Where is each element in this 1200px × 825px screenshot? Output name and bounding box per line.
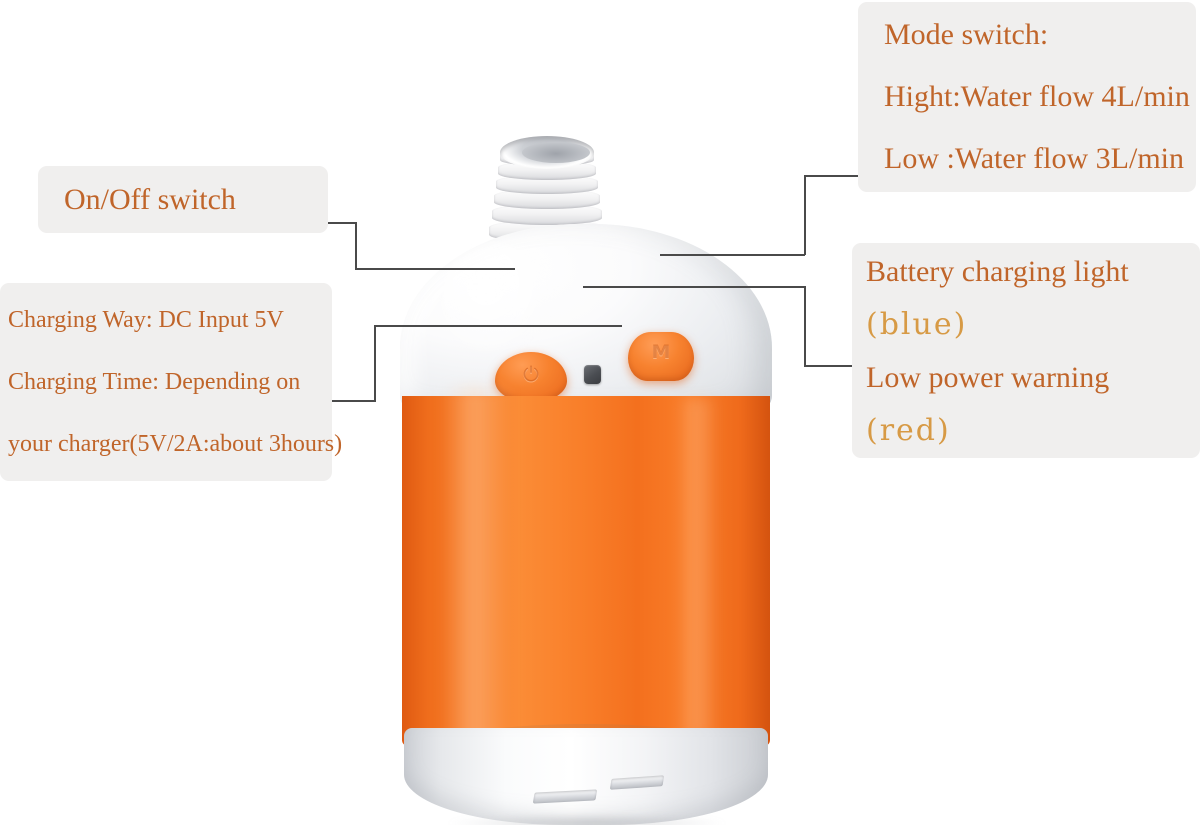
nozzle-thread-ridge [492,204,602,225]
power-button[interactable]: ⏻ [495,352,567,402]
top-cap: ⏻ M [400,224,772,433]
callout-charging-info: Charging Way: DC Input 5V Charging Time:… [0,283,343,481]
leader-charging-seg2 [374,325,376,401]
body-orange-shell [402,396,770,746]
power-icon: ⏻ [523,362,539,386]
mode-button[interactable]: M [628,332,694,381]
callout-mode-line-2: Hight:Water flow 4L/min [884,80,1190,113]
cap-highlight [438,242,558,362]
product-illustration: ⏻ M [388,128,784,825]
leader-battery-seg1 [583,286,805,288]
leader-onoff-seg3 [355,268,515,270]
callout-onoff-line-1: On/Off switch [64,182,236,216]
callout-charging-line-3: your charger(5V/2A:about 3hours) [8,431,343,457]
base-shell [404,728,768,825]
callout-battery-line-3: Low power warning [866,360,1110,394]
callout-charging-line-2: Charging Time: Depending on [8,369,301,395]
callout-charging-line-1: Charging Way: DC Input 5V [8,307,284,333]
leader-onoff-seg1 [328,222,357,224]
callout-mode-switch: Mode switch: Hight:Water flow 4L/min Low… [858,2,1196,192]
body-highlight-right [676,398,718,738]
callout-battery-light: Battery charging light (blue) Low power … [852,243,1200,458]
nozzle-bore [522,142,590,163]
ground-shadow [448,814,726,825]
callout-battery-line-4: (red) [866,412,951,448]
callout-mode-line-3: Low :Water flow 3L/min [884,142,1185,175]
callout-battery-line-1: Battery charging light [866,254,1129,288]
status-led-indicator [584,365,601,384]
leader-charging-seg1 [318,400,376,402]
leader-mode-seg1 [660,254,805,256]
leader-mode-seg3 [804,175,860,177]
body-highlight-left [443,388,511,748]
mode-m-icon: M [651,340,671,363]
callout-mode-line-1: Mode switch: [884,18,1049,51]
nozzle-thread-ridge [496,175,598,194]
callout-battery-line-2: (blue) [866,306,968,342]
leader-onoff-seg2 [355,222,357,269]
nozzle-thread-ridge [494,189,600,209]
leader-battery-seg3 [804,365,854,367]
nozzle-opening [500,136,594,169]
nozzle [489,136,605,242]
leader-battery-seg2 [804,286,806,366]
callout-on-off-switch: On/Off switch [38,166,328,233]
leader-charging-seg3 [374,325,622,327]
leader-mode-seg2 [804,175,806,255]
